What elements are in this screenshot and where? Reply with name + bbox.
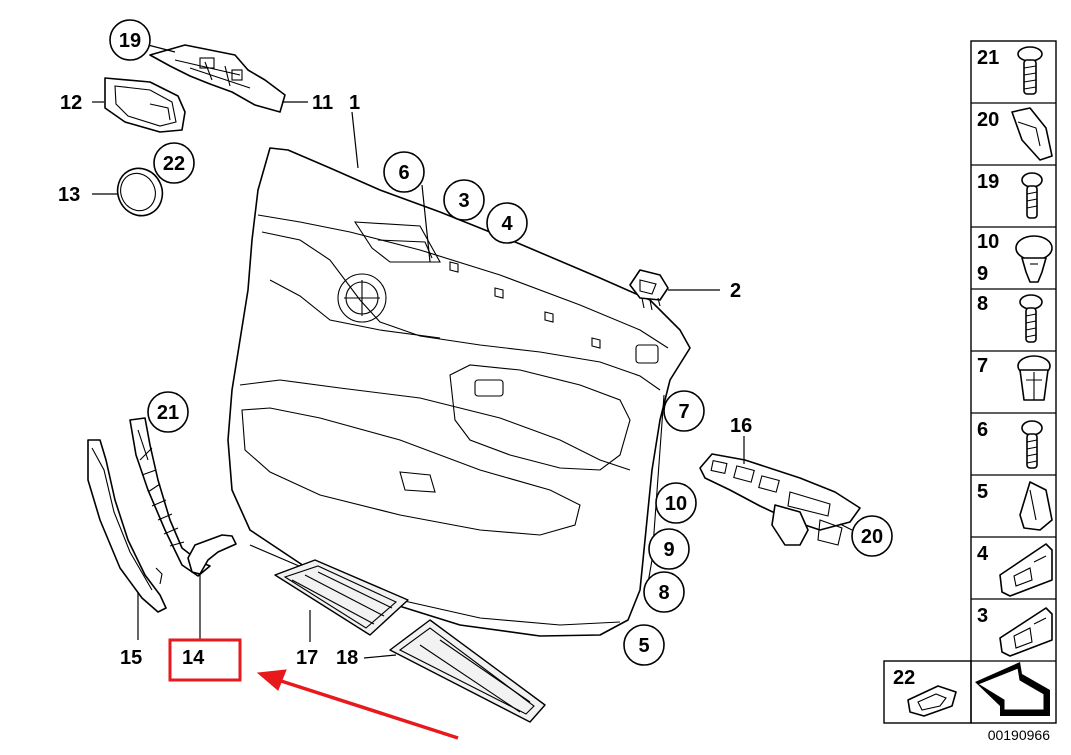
callout-9: 9 (648, 528, 690, 570)
handle-carrier-part-14 (129, 417, 237, 577)
label-2: 2 (730, 280, 741, 302)
label-11: 11 (312, 92, 333, 114)
direction-arrow-icon (975, 662, 1050, 716)
callout-6: 6 (383, 151, 425, 193)
clip-icon (1011, 107, 1053, 161)
svg-text:10: 10 (665, 493, 687, 515)
legend-label-6: 6 (977, 419, 988, 441)
speaker-grille-part-18 (389, 619, 546, 723)
callout-4: 4 (486, 202, 528, 244)
svg-text:8: 8 (658, 582, 669, 604)
highlight-box (168, 638, 242, 682)
bracket-part-11 (149, 44, 286, 113)
document-number: 00190966 (988, 727, 1051, 743)
legend-label-4: 4 (977, 543, 989, 565)
label-15: 15 (120, 647, 142, 669)
legend-column (970, 40, 1057, 724)
label-13: 13 (58, 184, 80, 206)
screw-icon (1021, 172, 1043, 219)
handle-trim-part-15 (87, 439, 167, 613)
label-17: 17 (296, 647, 318, 669)
svg-text:7: 7 (678, 401, 689, 423)
label-1: 1 (349, 92, 360, 114)
legend-label-8: 8 (977, 293, 988, 315)
highlight-arrow (256, 669, 459, 740)
screw-icon (1019, 294, 1043, 343)
expanding-nut-icon (1017, 355, 1051, 401)
legend-label-5: 5 (977, 481, 988, 503)
handle-recess-part-12 (104, 77, 186, 133)
svg-text:5: 5 (638, 635, 649, 657)
callout-8: 8 (643, 571, 685, 613)
clip-icon (1019, 481, 1053, 531)
label-18: 18 (336, 647, 358, 669)
bracket-clip-icon (999, 543, 1053, 597)
legend-label-9: 9 (977, 263, 988, 285)
svg-text:22: 22 (163, 153, 185, 175)
legend-label-3: 3 (977, 605, 988, 627)
label-14: 14 (182, 647, 205, 669)
callout-7: 7 (663, 390, 705, 432)
legend-label-19: 19 (977, 171, 999, 193)
callout-19: 19 (109, 19, 151, 61)
label-16: 16 (730, 415, 752, 437)
legend-label-10: 10 (977, 231, 999, 253)
label-12: 12 (60, 92, 82, 114)
callout-21: 21 (147, 391, 189, 433)
clip-part-2 (629, 269, 669, 311)
speaker-grille-part-17 (274, 559, 409, 636)
svg-text:21: 21 (157, 402, 179, 424)
legend-cap-box: 22 (883, 660, 972, 724)
svg-text:4: 4 (501, 213, 513, 235)
door-trim-panel-part-1 (227, 147, 691, 637)
screw-icon (1017, 46, 1043, 95)
callout-22: 22 (153, 142, 195, 184)
svg-text:19: 19 (119, 30, 141, 52)
callout-3: 3 (443, 179, 485, 221)
cap-icon (907, 685, 957, 717)
switch-carrier-part-16 (699, 453, 861, 546)
callout-5: 5 (623, 624, 665, 666)
svg-text:3: 3 (458, 190, 469, 212)
legend-label-22: 22 (893, 667, 915, 689)
legend-label-20: 20 (977, 109, 999, 131)
svg-text:6: 6 (398, 162, 409, 184)
legend-label-7: 7 (977, 355, 988, 377)
bracket-clip-icon (999, 607, 1053, 657)
callout-10: 10 (655, 482, 697, 524)
expanding-rivet-icon (1015, 235, 1053, 283)
legend-label-21: 21 (977, 47, 999, 69)
screw-icon (1021, 420, 1043, 469)
callout-20: 20 (851, 515, 893, 557)
svg-text:9: 9 (663, 539, 674, 561)
svg-text:20: 20 (861, 526, 883, 548)
